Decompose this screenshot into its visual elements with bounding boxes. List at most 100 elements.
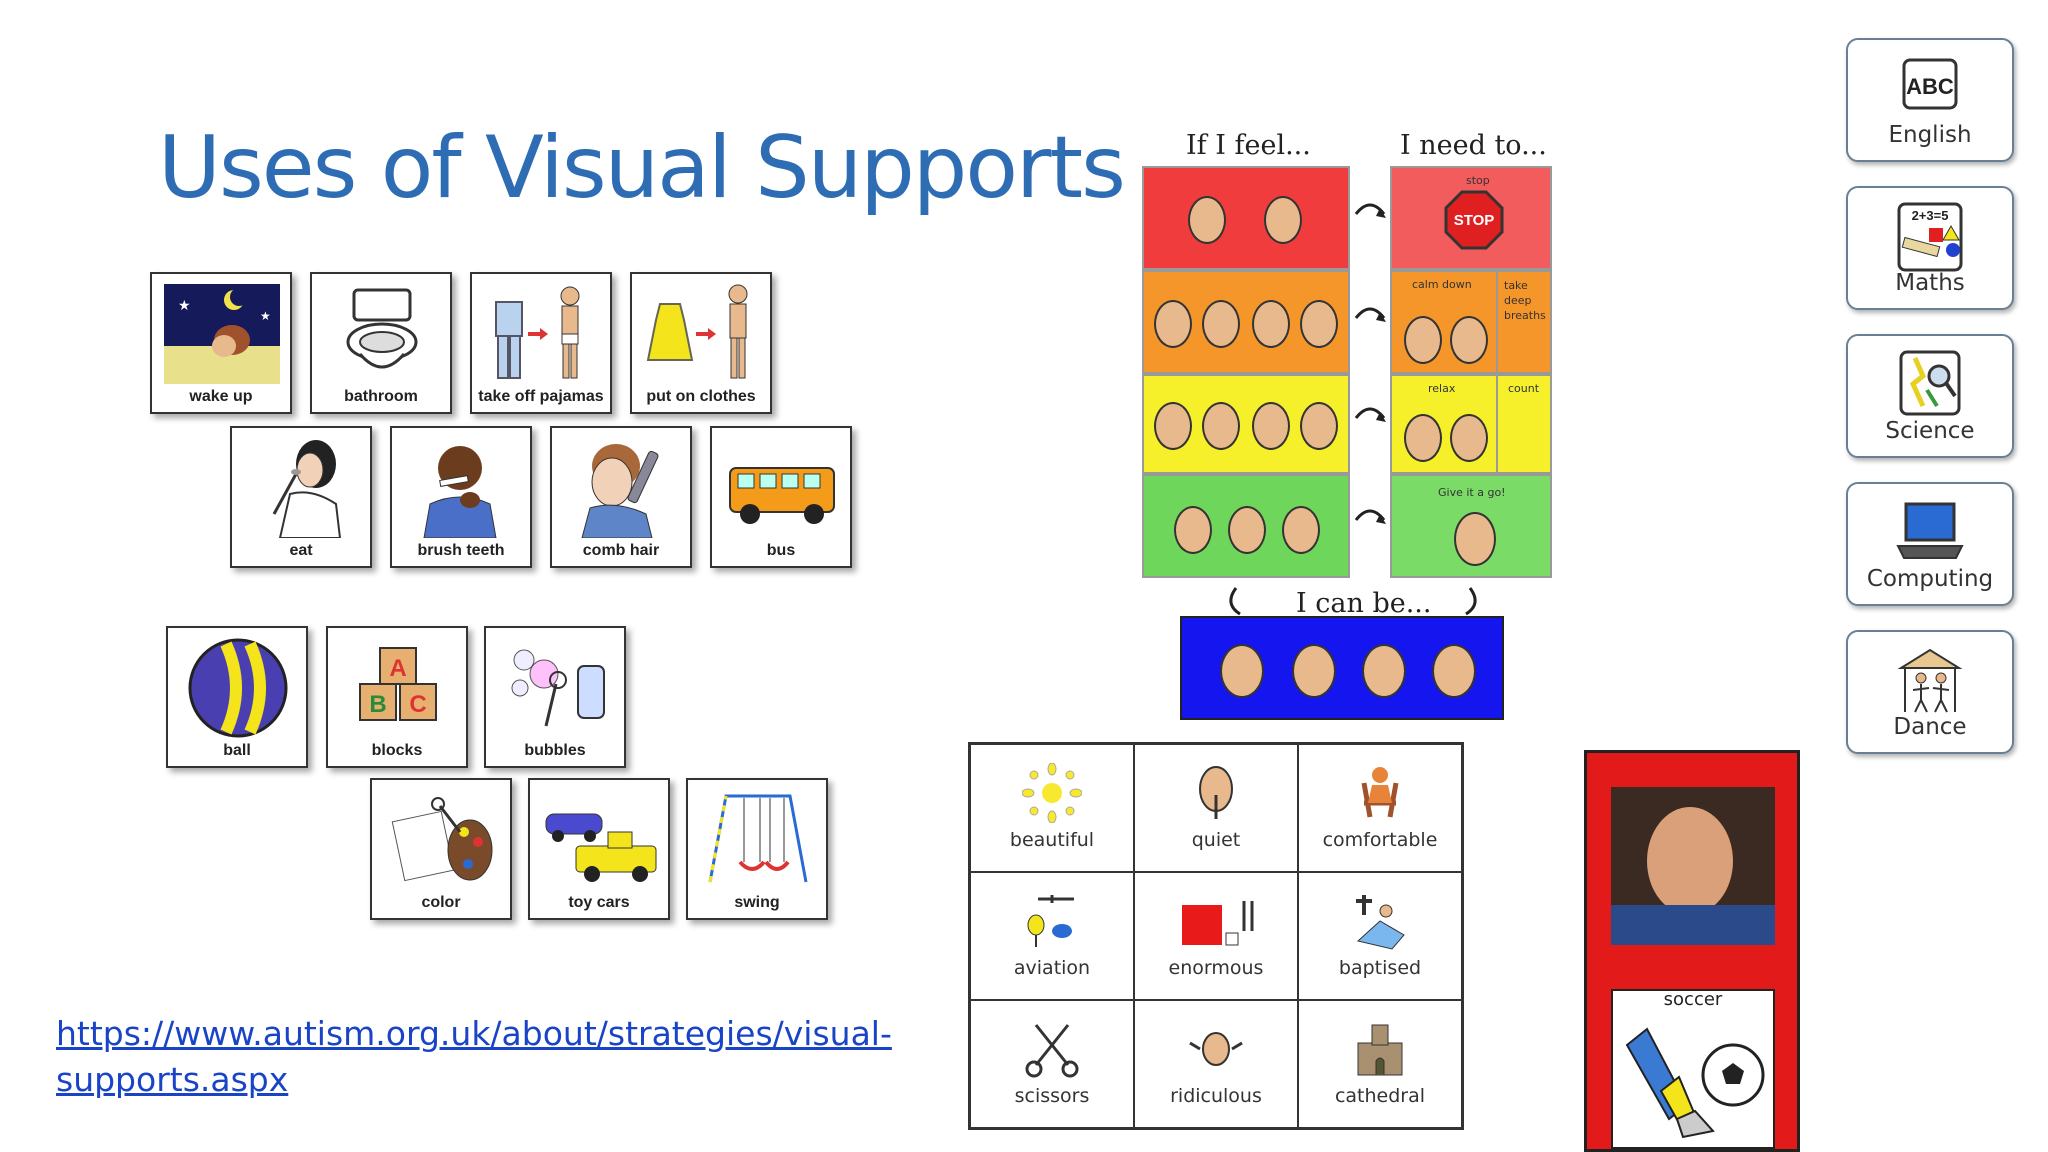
need-row-green: Give it a go!	[1390, 474, 1552, 578]
upset-face-icon	[1252, 300, 1290, 348]
vocab-cell-scissors[interactable]: scissors	[970, 1000, 1134, 1128]
calm-face-icon	[1282, 506, 1320, 554]
card-bathroom[interactable]: bathroom	[310, 272, 452, 414]
vocab-cell-comfortable[interactable]: comfortable	[1298, 744, 1462, 872]
card-take-off-pajamas[interactable]: take off pajamas	[470, 272, 612, 414]
big-small-icon	[1182, 901, 1254, 946]
card-label: swing	[734, 894, 780, 911]
source-link-line2[interactable]: supports.aspx	[56, 1060, 289, 1099]
vocab-word: quiet	[1191, 829, 1241, 851]
relax-face-icon	[1450, 414, 1488, 462]
combing-hair-icon	[581, 444, 659, 538]
need-row-red: stop STOP	[1390, 166, 1552, 270]
vocab-word: aviation	[1013, 957, 1091, 979]
subject-button-science[interactable]: Science	[1846, 334, 2014, 458]
card-label: eat	[289, 542, 313, 559]
give-it-a-go-label: Give it a go!	[1438, 486, 1506, 499]
maths-icon-text: 2+3=5	[1911, 208, 1949, 223]
vocab-cell-baptised[interactable]: baptised	[1298, 872, 1462, 1000]
need-row-orange: calm down take deep breaths	[1390, 270, 1552, 374]
svg-text:★: ★	[260, 309, 271, 323]
abc-icon-text: ABC	[1906, 74, 1954, 99]
laptop-icon	[1896, 502, 1964, 559]
vocab-cell-enormous[interactable]: enormous	[1134, 872, 1298, 1000]
card-label: put on clothes	[646, 388, 756, 405]
deep-breaths-label: take deep breaths	[1504, 279, 1546, 322]
vocab-word: comfortable	[1322, 829, 1438, 851]
need-row-yellow: relax count	[1390, 374, 1552, 474]
activity-card-soccer[interactable]: soccer	[1584, 750, 1800, 1152]
sparkle-icon	[1022, 763, 1082, 823]
vocab-cell-aviation[interactable]: aviation	[970, 872, 1134, 1000]
vocab-cell-beautiful[interactable]: beautiful	[970, 744, 1134, 872]
happy-face-icon	[1362, 644, 1406, 698]
card-label: bubbles	[524, 742, 586, 759]
svg-text:C: C	[409, 691, 426, 718]
toilet-icon	[346, 288, 418, 369]
soccer-pictogram: soccer	[1611, 989, 1775, 1149]
card-label: comb hair	[582, 542, 660, 559]
card-comb-hair[interactable]: comb hair	[550, 426, 692, 568]
maths-symbols-icon	[1897, 202, 1963, 272]
card-ball[interactable]: ball	[166, 626, 308, 768]
aircraft-icon	[1027, 895, 1074, 947]
card-label: bathroom	[344, 388, 418, 405]
card-wake-up[interactable]: ★★ wake up	[150, 272, 292, 414]
card-label: ball	[223, 742, 251, 759]
subject-label: Maths	[1895, 270, 1965, 296]
happy-face-icon	[1220, 644, 1264, 698]
upset-face-icon	[1202, 300, 1240, 348]
card-brush-teeth[interactable]: brush teeth	[390, 426, 532, 568]
blocks-icon: A B C	[359, 647, 437, 721]
vocab-word: enormous	[1168, 957, 1264, 979]
can-be-row-blue	[1180, 616, 1504, 720]
vocab-word: scissors	[1014, 1085, 1090, 1107]
silly-face-icon	[1189, 1032, 1243, 1066]
card-label: take off pajamas	[478, 388, 604, 405]
baptism-icon	[1356, 895, 1405, 950]
card-blocks[interactable]: A B C blocks	[326, 626, 468, 768]
brushing-teeth-icon	[423, 446, 497, 538]
feel-row-orange	[1142, 270, 1350, 374]
vocab-cell-cathedral[interactable]: cathedral	[1298, 1000, 1462, 1128]
vocabulary-grid: beautiful quiet comfortable aviation eno…	[968, 742, 1464, 1130]
calm-face-icon	[1174, 506, 1212, 554]
card-label: bus	[766, 542, 796, 559]
upset-face-icon	[1300, 300, 1338, 348]
card-toy-cars[interactable]: toy cars	[528, 778, 670, 920]
happy-face-icon	[1432, 644, 1476, 698]
calm-down-label: calm down	[1412, 278, 1472, 291]
sleeping-child-icon: ★★	[164, 284, 280, 384]
feel-row-yellow	[1142, 374, 1350, 474]
card-color[interactable]: color	[370, 778, 512, 920]
card-label: brush teeth	[417, 542, 505, 559]
source-link-line1[interactable]: https://www.autism.org.uk/about/strategi…	[56, 1014, 892, 1053]
eating-person-icon	[272, 440, 342, 538]
vocab-cell-quiet[interactable]: quiet	[1134, 744, 1298, 872]
soccer-kick-icon	[1625, 1027, 1765, 1139]
card-label: toy cars	[568, 894, 630, 911]
worried-face-icon	[1252, 402, 1290, 450]
card-put-on-clothes[interactable]: put on clothes	[630, 272, 772, 414]
card-label: blocks	[371, 742, 423, 759]
card-swing[interactable]: swing	[686, 778, 828, 920]
svg-text:★: ★	[178, 297, 191, 313]
armchair-person-icon	[1361, 767, 1399, 818]
card-bus[interactable]: bus	[710, 426, 852, 568]
ball-icon	[188, 638, 288, 738]
worried-face-icon	[1300, 402, 1338, 450]
subject-label: English	[1888, 122, 1972, 148]
subject-button-english[interactable]: ABC English	[1846, 38, 2014, 162]
chart-header-need: I need to...	[1400, 130, 1547, 161]
stop-sign-icon	[1444, 190, 1504, 250]
subject-button-maths[interactable]: 2+3=5 Maths	[1846, 186, 2014, 310]
vocab-word: beautiful	[1009, 829, 1095, 851]
subject-button-dance[interactable]: Dance	[1846, 630, 2014, 754]
card-eat[interactable]: eat	[230, 426, 372, 568]
angry-face-icon	[1264, 196, 1302, 244]
subject-button-computing[interactable]: Computing	[1846, 482, 2014, 606]
card-bubbles[interactable]: bubbles	[484, 626, 626, 768]
vocab-cell-ridiculous[interactable]: ridiculous	[1134, 1000, 1298, 1128]
person-photo	[1611, 787, 1775, 945]
stop-small-label: stop	[1466, 174, 1490, 187]
